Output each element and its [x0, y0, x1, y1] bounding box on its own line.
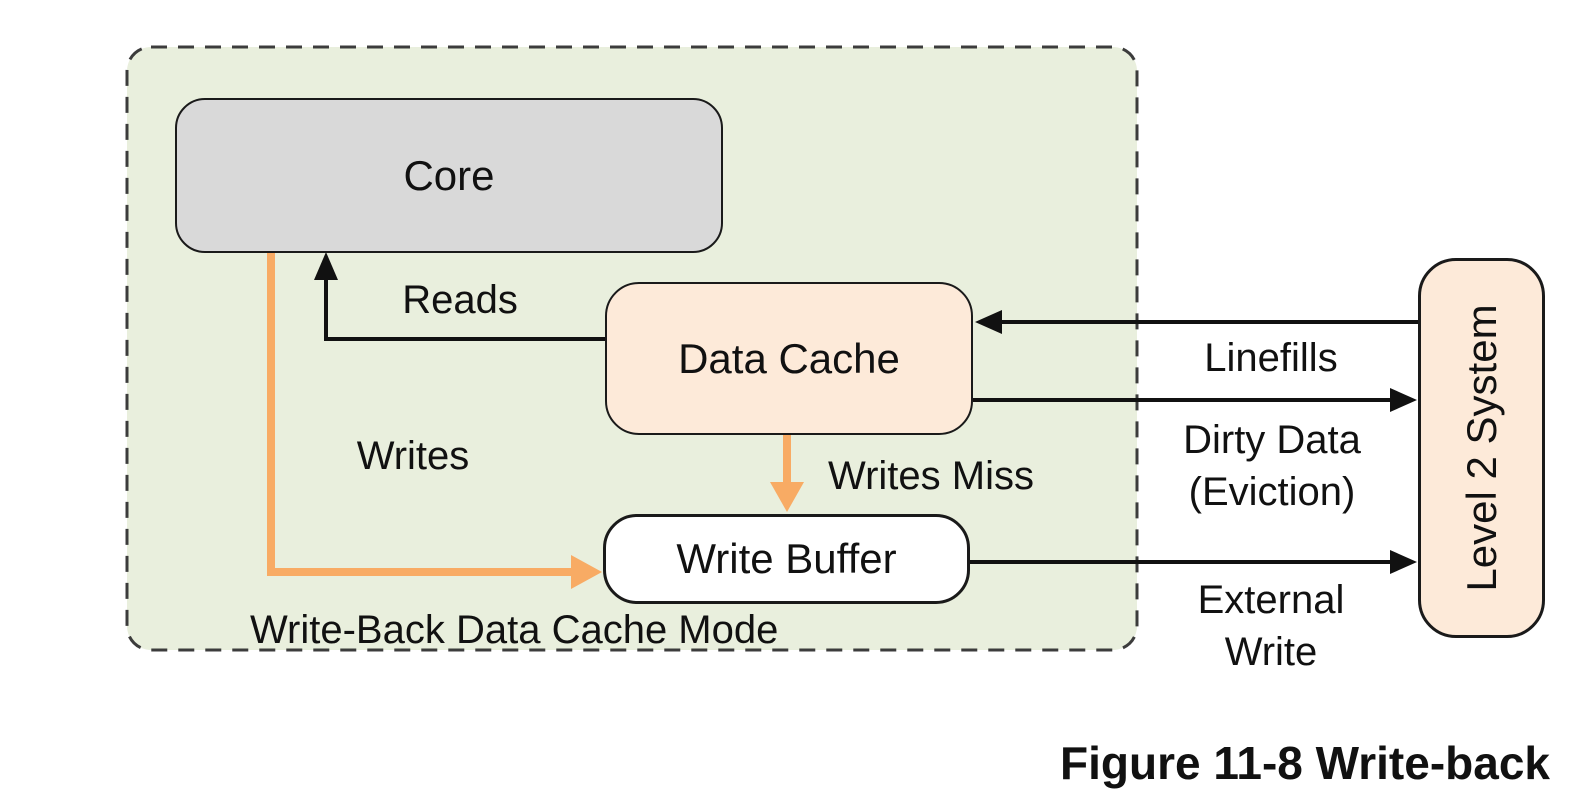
dirty-data-label-line1: Dirty Data [1183, 418, 1361, 462]
external-write-label: External Write [1198, 574, 1345, 678]
external-write-arrowhead-icon [1390, 550, 1417, 574]
core-label: Core [403, 151, 495, 199]
linefills-arrowhead-icon [975, 310, 1002, 334]
external-write-label-line1: External [1197, 578, 1345, 622]
writes-miss-arrowhead-icon [770, 482, 804, 512]
writes-label: Writes [356, 434, 470, 478]
writes-arrowhead-icon [571, 555, 602, 589]
writes-miss-label: Writes Miss [828, 454, 1034, 498]
dirty-data-label: Dirty Data (Eviction) [1183, 414, 1361, 518]
external-write-label-line2: Write [1224, 630, 1318, 674]
dirty-data-arrowhead-icon [1390, 388, 1417, 412]
level2-system-label: Level 2 System [1457, 304, 1505, 592]
data-cache-label: Data Cache [678, 334, 900, 382]
level2-system-box: Level 2 System [1418, 258, 1545, 638]
write-buffer-box: Write Buffer [603, 514, 970, 604]
reads-label: Reads [402, 278, 518, 322]
reads-arrowhead-icon [314, 252, 338, 280]
core-box: Core [175, 98, 723, 253]
dirty-data-label-line2: (Eviction) [1188, 470, 1356, 514]
data-cache-box: Data Cache [605, 282, 973, 435]
linefills-label: Linefills [1204, 336, 1338, 380]
write-buffer-label: Write Buffer [676, 535, 897, 582]
figure-caption: Figure 11-8 Write-back [1060, 737, 1550, 789]
region-label: Write-Back Data Cache Mode [250, 608, 779, 652]
